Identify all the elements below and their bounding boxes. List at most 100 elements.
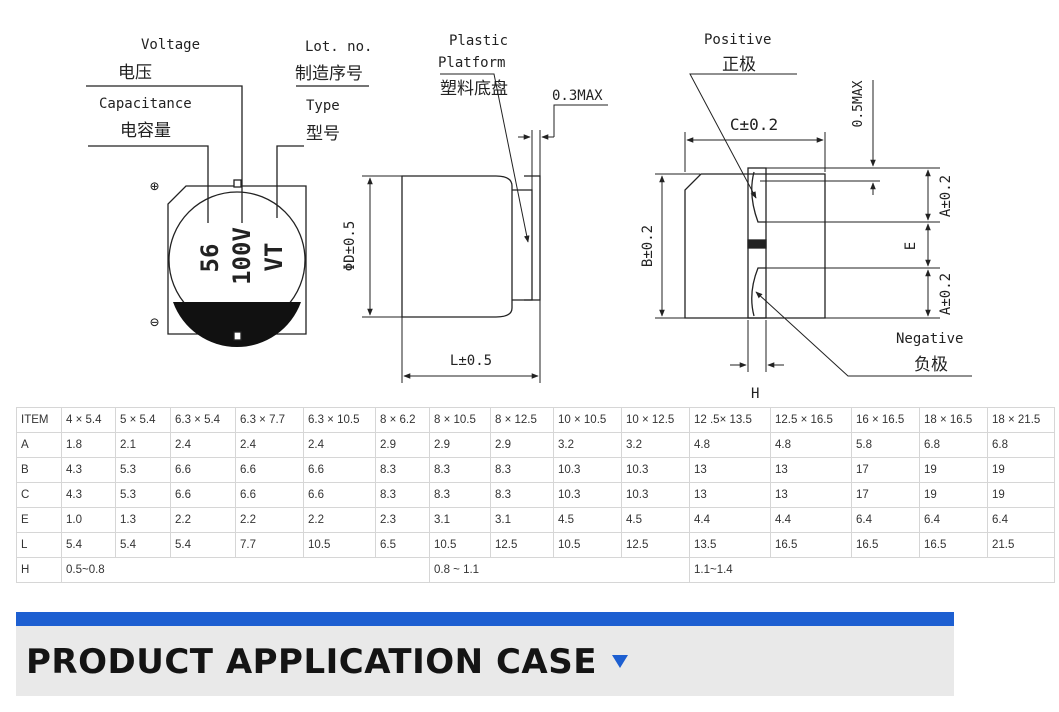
table-cell: 2.2 xyxy=(170,507,236,533)
table-cell: A xyxy=(16,432,62,458)
table-header-cell: 12.5 × 16.5 xyxy=(770,407,852,433)
table-cell: 17 xyxy=(851,482,920,508)
max05-label: 0.5MAX xyxy=(851,80,866,127)
table-cell: E xyxy=(16,507,62,533)
table-cell: 0.8 ~ 1.1 xyxy=(429,557,690,583)
table-cell: 2.2 xyxy=(303,507,376,533)
lead-bottom xyxy=(233,331,242,341)
e-label: E xyxy=(903,242,919,250)
table-cell: 2.4 xyxy=(303,432,376,458)
terminal-gap xyxy=(747,239,767,249)
table-cell: 4.3 xyxy=(61,457,116,483)
table-cell: 3.2 xyxy=(553,432,622,458)
table-cell: 4.8 xyxy=(689,432,771,458)
table-cell: 6.8 xyxy=(987,432,1055,458)
table-header-cell: 8 × 10.5 xyxy=(429,407,491,433)
table-cell: 1.8 xyxy=(61,432,116,458)
table-header-cell: 18 × 21.5 xyxy=(987,407,1055,433)
table-cell: 13 xyxy=(770,457,852,483)
length-label: L±0.5 xyxy=(450,353,492,369)
positive-leader xyxy=(689,73,797,199)
table-cell: 6.4 xyxy=(987,507,1055,533)
can-body xyxy=(401,175,513,318)
platform-label-line2: Platform xyxy=(438,55,505,71)
b-label: B±0.2 xyxy=(640,225,656,267)
table-cell: 2.2 xyxy=(235,507,304,533)
a-bottom-label: A±0.2 xyxy=(938,273,954,315)
table-cell: 13 xyxy=(689,457,771,483)
table-cell: 2.9 xyxy=(429,432,491,458)
negative-leader xyxy=(755,291,972,377)
table-header-cell: 4 × 5.4 xyxy=(61,407,116,433)
marking-type: VT xyxy=(260,243,288,272)
negative-label: Negative xyxy=(896,331,963,347)
banner-accent-bar xyxy=(16,612,954,626)
table-cell: 5.8 xyxy=(851,432,920,458)
table-cell: 4.4 xyxy=(689,507,771,533)
table-cell: 5.3 xyxy=(115,482,171,508)
top-view xyxy=(86,85,369,348)
table-header-cell: 16 × 16.5 xyxy=(851,407,920,433)
table-cell: 4.5 xyxy=(553,507,622,533)
table-cell: C xyxy=(16,482,62,508)
minus-icon: ⊖ xyxy=(150,313,159,331)
table-cell: 5.3 xyxy=(115,457,171,483)
bottom-view xyxy=(655,73,972,377)
table-cell: 2.9 xyxy=(375,432,430,458)
marking-capacitance: 56 xyxy=(196,244,224,273)
side-view xyxy=(362,73,608,383)
h-label: H xyxy=(751,386,759,402)
table-cell: 6.6 xyxy=(170,482,236,508)
lead-top xyxy=(233,179,242,188)
table-cell: 21.5 xyxy=(987,532,1055,558)
table-header-cell: 10 × 12.5 xyxy=(621,407,690,433)
table-cell: 4.8 xyxy=(770,432,852,458)
table-cell: 5.4 xyxy=(115,532,171,558)
table-cell: 3.1 xyxy=(490,507,554,533)
table-cell: 6.8 xyxy=(919,432,988,458)
table-cell: 4.3 xyxy=(61,482,116,508)
table-cell: 4.4 xyxy=(770,507,852,533)
table-header-cell: ITEM xyxy=(16,407,62,433)
max03-label: 0.3MAX xyxy=(552,88,603,104)
capacitance-leader xyxy=(88,145,209,223)
capacitance-label: Capacitance xyxy=(99,96,192,112)
voltage-cn-label: 电压 xyxy=(118,63,152,83)
table-header-cell: 8 × 12.5 xyxy=(490,407,554,433)
table-cell: 3.1 xyxy=(429,507,491,533)
table-cell: 10.3 xyxy=(553,482,622,508)
table-cell: 19 xyxy=(919,482,988,508)
table-cell: 6.6 xyxy=(303,482,376,508)
table-cell: 3.2 xyxy=(621,432,690,458)
table-cell: 8.3 xyxy=(429,482,491,508)
table-cell: B xyxy=(16,457,62,483)
table-cell: 10.3 xyxy=(553,457,622,483)
table-header-cell: 6.3 × 7.7 xyxy=(235,407,304,433)
capacitance-cn-label: 电容量 xyxy=(120,121,171,141)
table-header-cell: 8 × 6.2 xyxy=(375,407,430,433)
table-cell: 6.6 xyxy=(235,482,304,508)
section-banner: PRODUCT APPLICATION CASE xyxy=(16,626,954,696)
table-cell: 4.5 xyxy=(621,507,690,533)
section-title: PRODUCT APPLICATION CASE xyxy=(26,642,597,682)
type-leader xyxy=(276,145,304,218)
negative-stripe xyxy=(173,302,301,348)
table-cell: 13 xyxy=(689,482,771,508)
triangle-down-icon xyxy=(612,655,628,668)
table-cell: 8.3 xyxy=(375,457,430,483)
positive-terminal xyxy=(751,171,766,223)
table-header-cell: 6.3 × 5.4 xyxy=(170,407,236,433)
table-cell: 19 xyxy=(919,457,988,483)
table-cell: 8.3 xyxy=(375,482,430,508)
table-cell: 13.5 xyxy=(689,532,771,558)
table-cell: 10.3 xyxy=(621,482,690,508)
table-cell: 17 xyxy=(851,457,920,483)
platform-outline xyxy=(512,189,533,301)
table-cell: 2.9 xyxy=(490,432,554,458)
